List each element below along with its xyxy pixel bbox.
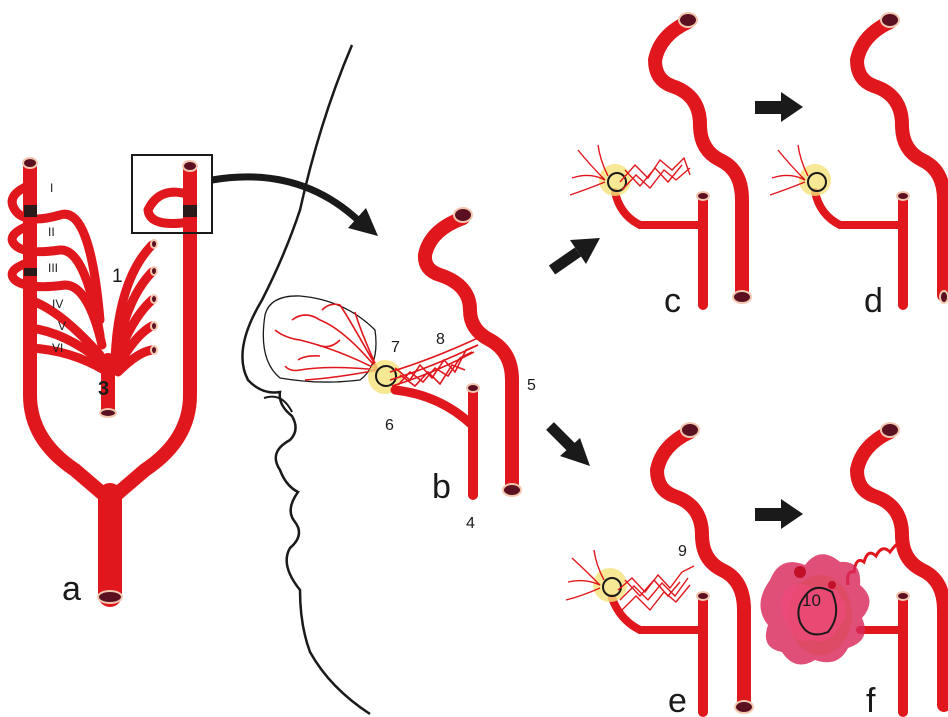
panel-f: 10 f (760, 423, 944, 717)
panel-a-aortic-arches: I II III IV V VI 1 3 a (12, 155, 212, 608)
arrow-b-to-e (550, 426, 590, 466)
label-3: 3 (98, 378, 109, 400)
arch-label-V: V (58, 319, 66, 333)
label-4: 4 (466, 515, 475, 532)
label-10: 10 (802, 591, 821, 610)
arch-label-VI: VI (52, 341, 63, 355)
panel-label-e: e (668, 682, 687, 717)
truncus-lumen (100, 409, 116, 417)
ica-f-top (881, 423, 899, 437)
arch-label-IV: IV (52, 297, 63, 311)
panel-e: 9 e (566, 423, 753, 717)
left-aorta-lumen (23, 158, 37, 168)
eca-top-lumen (467, 384, 479, 392)
aorta-lumen (98, 591, 122, 603)
ica-c-top (679, 13, 697, 27)
arch-right-stubs (151, 240, 157, 354)
ica-e-bottom (735, 701, 753, 713)
label-1: 1 (112, 266, 123, 287)
eca-f-top (897, 592, 909, 600)
label-7: 7 (391, 339, 400, 356)
label-9: 9 (678, 543, 687, 560)
branch-e (612, 598, 702, 630)
ica-bottom-lumen (503, 484, 521, 496)
panel-label-b: b (432, 468, 451, 506)
arrow-b-to-c (552, 238, 600, 270)
eca-e-top (697, 592, 709, 600)
label-5: 5 (527, 377, 536, 394)
arch-label-II: II (48, 225, 55, 239)
zoom-dark-segment (183, 205, 197, 217)
ocular-vessel-branches (275, 304, 378, 380)
panel-label-d: d (864, 282, 883, 320)
ica-top-lumen (454, 208, 472, 222)
panel-c: c (570, 13, 751, 320)
label-8: 8 (436, 331, 445, 348)
panel-label-f: f (866, 682, 876, 717)
ica-c-bottom (733, 291, 751, 303)
panel-label-a: a (62, 570, 81, 608)
eca-d-top (897, 192, 909, 200)
ica-d-top (881, 13, 899, 27)
ophthalmic-network-8 (390, 338, 478, 386)
arch-label-I: I (50, 181, 53, 195)
persistent-network-9 (618, 566, 694, 610)
ica-d-bottom (940, 291, 948, 303)
branch-c (615, 192, 702, 225)
stapedial-branch-6 (395, 390, 472, 425)
panel-b-ophthalmic-anatomy: 7 8 5 6 4 b (275, 208, 536, 532)
panel-label-c: c (664, 282, 681, 320)
panel-d: d (770, 13, 948, 320)
branch-d (815, 192, 902, 225)
right-aorta-lumen (183, 161, 197, 171)
eca-c-top (697, 192, 709, 200)
label-6: 6 (385, 417, 394, 434)
arch-segment-dark-2 (24, 268, 37, 276)
ica-e-top (681, 423, 699, 437)
arch-segment-dark-1 (24, 205, 37, 217)
arch-label-III: III (48, 261, 58, 275)
regressing-network-c (620, 158, 690, 190)
arrow-c-to-d (755, 92, 803, 122)
arrow-e-to-f (755, 499, 803, 529)
globe-e (593, 568, 627, 602)
